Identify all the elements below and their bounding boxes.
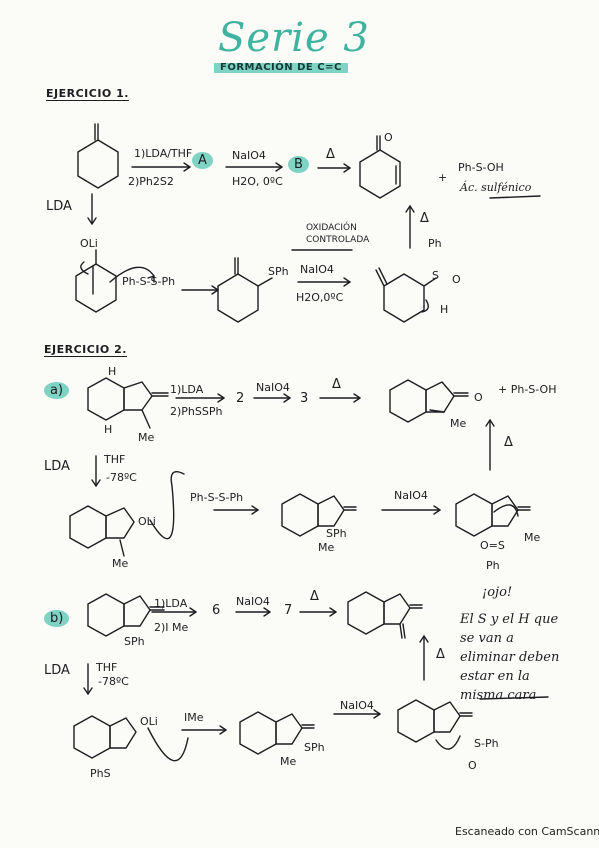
intermediate-b: B — [288, 156, 309, 173]
2a-byproduct: + Ph-S-OH — [498, 383, 557, 396]
unsaturated-lactone-2a — [389, 379, 469, 423]
2a-num-3: 3 — [300, 391, 309, 406]
sulfoxide-lactone-2b — [397, 699, 473, 750]
2a-naio4-2: NaIO4 — [394, 489, 428, 502]
cyclohexenone — [359, 135, 401, 199]
2b-sph: SPh — [124, 635, 145, 648]
sulfoxide-h: H — [440, 303, 449, 316]
2b-lda: LDA — [44, 663, 70, 678]
oxidation-1: OXIDACIÓN — [306, 223, 357, 233]
2a-me: Me — [138, 431, 155, 444]
intermediate-a: A — [192, 152, 213, 169]
note-text: El S y el H que se van a eliminar deben … — [460, 612, 560, 703]
2b-mei: IMe — [184, 711, 204, 724]
2a-reagent-2: 2)PhSSPh — [170, 405, 223, 418]
lactone-2a — [87, 377, 169, 429]
2a-h-top: H — [108, 365, 117, 378]
2a-h-bottom: H — [104, 423, 113, 436]
scanner-watermark: Escaneado con CamScanner — [455, 825, 599, 838]
ex1-reagent-2: 2)Ph2S2 — [128, 175, 174, 188]
2a-sph-me: Me — [318, 541, 335, 554]
methyl-lactone-2b — [239, 711, 315, 755]
2b-sph-2: SPh — [304, 741, 325, 754]
2a-naio4: NaIO4 — [256, 381, 290, 394]
ex1-reagent-1: 1)LDA/THF — [134, 147, 193, 160]
2a-reagent-1: 1)LDA — [170, 383, 204, 396]
sph-lactone-2a — [281, 493, 357, 537]
2b-phs: PhS — [90, 767, 111, 780]
methylene-lactone-2b — [347, 591, 423, 639]
alpha-sph-ketone — [217, 257, 273, 323]
2a-disulfide: Ph-S-S-Ph — [190, 491, 244, 504]
part-b-label: b) — [44, 610, 70, 627]
cyclohexanone — [77, 123, 119, 189]
2b-reagent-1: 1)LDA — [154, 597, 188, 610]
2b-heat: Δ — [310, 589, 319, 604]
enolate-2b — [73, 715, 137, 759]
2b-naio4: NaIO4 — [236, 595, 270, 608]
lithium-enolate — [75, 249, 117, 313]
2b-sulfoxide-o: O — [468, 759, 477, 772]
2a-product-me: Me — [450, 417, 467, 430]
2a-o: O — [474, 391, 483, 404]
sulfoxide-s: S — [432, 269, 439, 282]
curly-arrow-1 — [109, 266, 155, 283]
exercise-2-heading: EJERCICIO 2. — [44, 343, 127, 357]
2b-heat-2: Δ — [436, 647, 445, 662]
2b-thf: THF — [96, 661, 118, 674]
page-subtitle: FORMACIÓN DE C=C — [214, 63, 348, 73]
oxidation-2: CONTROLADA — [306, 235, 370, 245]
2a-sulfoxide-ph: Ph — [486, 559, 500, 572]
2a-enolate: OLi — [138, 515, 156, 528]
2a-enolate-me: Me — [112, 557, 129, 570]
2a-thf: THF — [104, 453, 126, 466]
underline-note — [479, 696, 549, 700]
2a-temp: -78ºC — [106, 471, 137, 484]
curly-arrow-2a — [149, 471, 185, 540]
2a-sph: SPh — [326, 527, 347, 540]
byproduct: Ph-S-OH — [458, 161, 504, 174]
2a-sulfoxide-me: Me — [524, 531, 541, 544]
2b-reagent-2: 2)I Me — [154, 621, 189, 634]
ex1-heat: Δ — [326, 147, 335, 162]
2a-heat-2: Δ — [504, 435, 513, 450]
ex1-disulfide: Ph-S-S-Ph — [122, 275, 176, 288]
2b-sulfoxide-sph: S-Ph — [474, 737, 499, 750]
curly-arrow-2b — [147, 727, 189, 762]
sulfoxide-o: O — [452, 273, 461, 286]
ex1-ox-naio4: NaIO4 — [300, 263, 334, 276]
ex1-heat-2: Δ — [420, 211, 429, 226]
2b-num-6: 6 — [212, 603, 221, 618]
2b-naio4-2: NaIO4 — [340, 699, 374, 712]
byproduct-name: Ác. sulfénico — [460, 181, 532, 194]
2b-num-7: 7 — [284, 603, 293, 618]
2b-temp: -78ºC — [98, 675, 129, 688]
2a-sulfoxide-os: O=S — [480, 539, 505, 552]
2a-lda: LDA — [44, 459, 70, 474]
ex1-ox-conditions: H2O,0ºC — [296, 291, 344, 304]
enolate-oli: OLi — [80, 237, 98, 250]
ex1-o-label: O — [384, 131, 393, 144]
page-title: Serie 3 — [218, 15, 370, 61]
2b-enolate: OLi — [140, 715, 158, 728]
2b-me: Me — [280, 755, 297, 768]
part-a-label: a) — [44, 382, 70, 399]
sulfoxide-ph: Ph — [428, 237, 442, 250]
ex1-naio4: NaIO4 — [232, 149, 266, 162]
ex1-sph: SPh — [268, 265, 289, 278]
note-title: ¡ojo! — [482, 585, 513, 600]
exercise-1-heading: EJERCICIO 1. — [46, 87, 129, 101]
2a-num-2: 2 — [236, 391, 245, 406]
2a-heat: Δ — [332, 377, 341, 392]
ex1-lda: LDA — [46, 199, 72, 214]
sulfoxide-ketone — [375, 267, 437, 323]
underline-acid — [489, 195, 541, 199]
enolate-2a — [69, 505, 135, 557]
ex1-conditions: H2O, 0ºC — [232, 175, 283, 188]
sulfoxide-lactone-2a — [455, 493, 531, 537]
lactone-2b — [87, 593, 165, 637]
